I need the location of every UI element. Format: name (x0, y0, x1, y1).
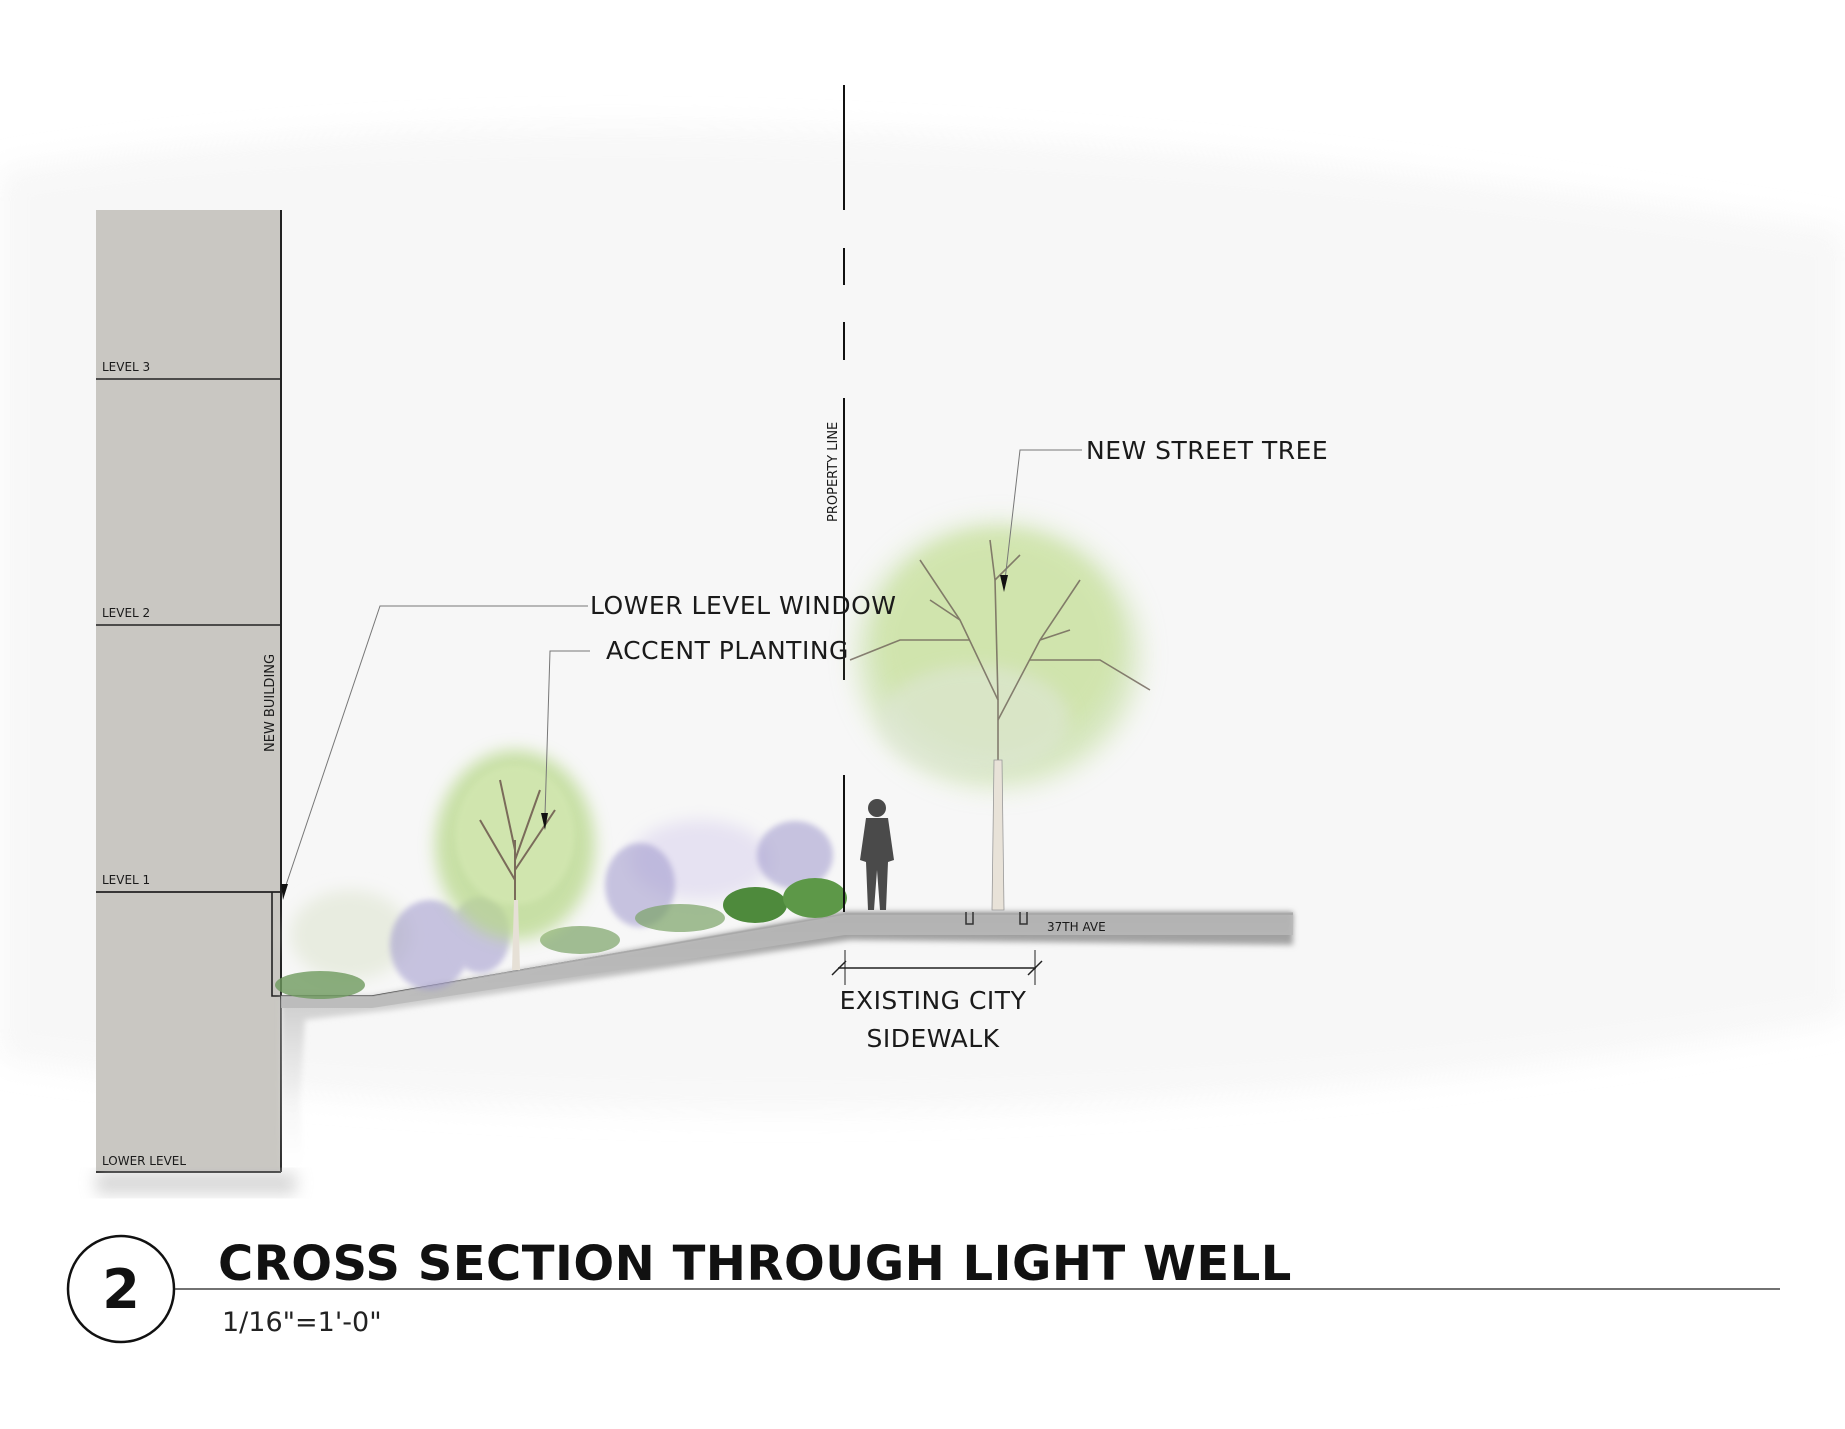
drawing-title: CROSS SECTION THROUGH LIGHT WELL (218, 1236, 1292, 1292)
title-block: 2 CROSS SECTION THROUGH LIGHT WELL 1/16"… (66, 1234, 1780, 1344)
accent-planting-label: ACCENT PLANTING (606, 636, 849, 665)
building-mass (96, 210, 281, 1172)
existing-city-sidewalk-label-line1: EXISTING CITY (840, 986, 1027, 1015)
street-label: 37TH AVE (1047, 920, 1106, 934)
level-3-label: LEVEL 3 (102, 360, 150, 374)
level-1-label: LEVEL 1 (102, 873, 150, 887)
leader-street-tree (1004, 449, 1082, 581)
new-street-tree-label: NEW STREET TREE (1086, 436, 1328, 465)
planting-bed (275, 750, 847, 999)
lower-level-window-label: LOWER LEVEL WINDOW (590, 591, 897, 620)
lower-level-label: LOWER LEVEL (102, 1154, 186, 1168)
person-figure (860, 799, 894, 910)
level-2-label: LEVEL 2 (102, 606, 150, 620)
new-building-label: NEW BUILDING (263, 654, 278, 752)
low-shrubs (275, 878, 847, 999)
drawing-number-circle (66, 1234, 176, 1344)
leader-accent-planting (544, 650, 590, 816)
drawing-scale: 1/16"=1'-0" (222, 1307, 382, 1338)
existing-city-sidewalk-label-line2: SIDEWALK (866, 1024, 999, 1053)
leaders (284, 449, 1082, 889)
drawing-number: 2 (102, 1258, 140, 1321)
sidewalk-dimension (831, 950, 1043, 985)
property-line-label: PROPERTY LINE (826, 422, 841, 522)
property-line: PROPERTY LINE (826, 85, 845, 912)
new-building: LEVEL 3 LEVEL 2 LEVEL 1 LOWER LEVEL NEW … (96, 210, 296, 1194)
ground: 37TH AVE (281, 912, 1293, 1190)
lower-level-window (271, 892, 281, 997)
street-tree (849, 525, 1151, 911)
leader-lower-level-window (284, 605, 588, 889)
